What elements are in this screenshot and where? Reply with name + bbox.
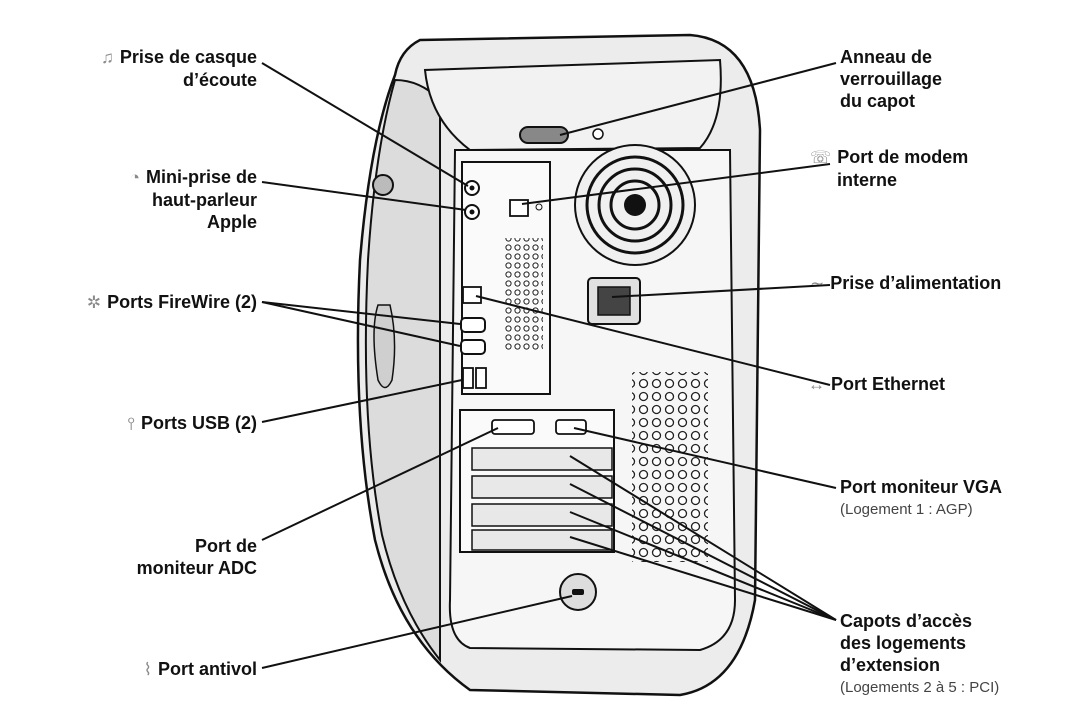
leader-slot-1 <box>569 455 837 621</box>
usb-port-2 <box>475 367 487 389</box>
label-speaker: ◔Mini-prise de haut-parleur Apple <box>129 167 257 232</box>
leader-slot-2 <box>569 483 837 621</box>
leader-slot-4 <box>569 536 837 621</box>
modem-port <box>509 199 529 217</box>
label-vga: Port moniteur VGA (Logement 1 : AGP) <box>840 477 1003 518</box>
firewire-port-1 <box>460 317 486 333</box>
label-ethernet: ↔Port Ethernet <box>808 374 946 394</box>
leader-firewire-1 <box>261 301 461 325</box>
firewire-port-2 <box>460 339 486 355</box>
leader-cover-ring <box>559 62 837 136</box>
phone-icon: ☏ <box>810 148 832 167</box>
leader-usb <box>261 379 463 423</box>
leader-headphone <box>261 62 469 187</box>
label-antivol: ⌇Port antivol <box>143 659 257 679</box>
leader-adc <box>261 427 499 541</box>
leader-speaker <box>261 181 467 211</box>
leader-ethernet <box>475 295 831 386</box>
cover-lock-ring <box>519 126 569 144</box>
label-modem: ☏Port de modem interne <box>810 147 969 190</box>
headphones-icon: ♫ <box>101 48 114 67</box>
leader-modem <box>521 163 831 205</box>
leader-power <box>611 284 831 298</box>
ethernet-port <box>462 286 482 304</box>
apple-logo <box>373 304 396 389</box>
leader-antivol <box>261 595 573 669</box>
label-firewire: ✲Ports FireWire (2) <box>86 292 257 312</box>
label-adc: Port de moniteur ADC <box>136 536 257 578</box>
firewire-icon: ✲ <box>86 293 102 312</box>
ethernet-icon: ↔ <box>808 375 825 394</box>
power-wave-icon: ∼ <box>810 274 825 293</box>
leader-vga <box>573 427 837 489</box>
cover-screw <box>592 128 604 140</box>
label-slots: Capots d’accès des logements d’extension… <box>840 611 1000 696</box>
slot-cover-2 <box>471 475 613 499</box>
slot-cover-4 <box>471 529 613 551</box>
slot-cover-3 <box>471 503 613 527</box>
side-knob <box>372 174 394 196</box>
leader-slot-3 <box>569 511 837 621</box>
label-cover-ring: Anneau de verrouillage du capot <box>840 47 943 111</box>
lock-port-icon: ⌇ <box>143 660 152 679</box>
vga-port <box>555 419 587 435</box>
usb-icon: ⫯ <box>127 414 135 433</box>
leader-firewire-2 <box>261 301 461 347</box>
io-vent <box>505 238 543 352</box>
usb-port-1 <box>462 367 474 389</box>
label-usb: ⫯Ports USB (2) <box>127 413 257 433</box>
leader-lines <box>261 62 837 669</box>
right-vent <box>632 372 708 562</box>
label-power: ∼Prise d’alimentation <box>810 273 1002 293</box>
top-handle <box>423 58 722 152</box>
adc-port <box>491 419 535 435</box>
label-headphone: ♫Prise de casque d’écoute <box>101 47 257 90</box>
slot-cover-1 <box>471 447 613 471</box>
speaker-icon: ◔ <box>129 168 140 187</box>
